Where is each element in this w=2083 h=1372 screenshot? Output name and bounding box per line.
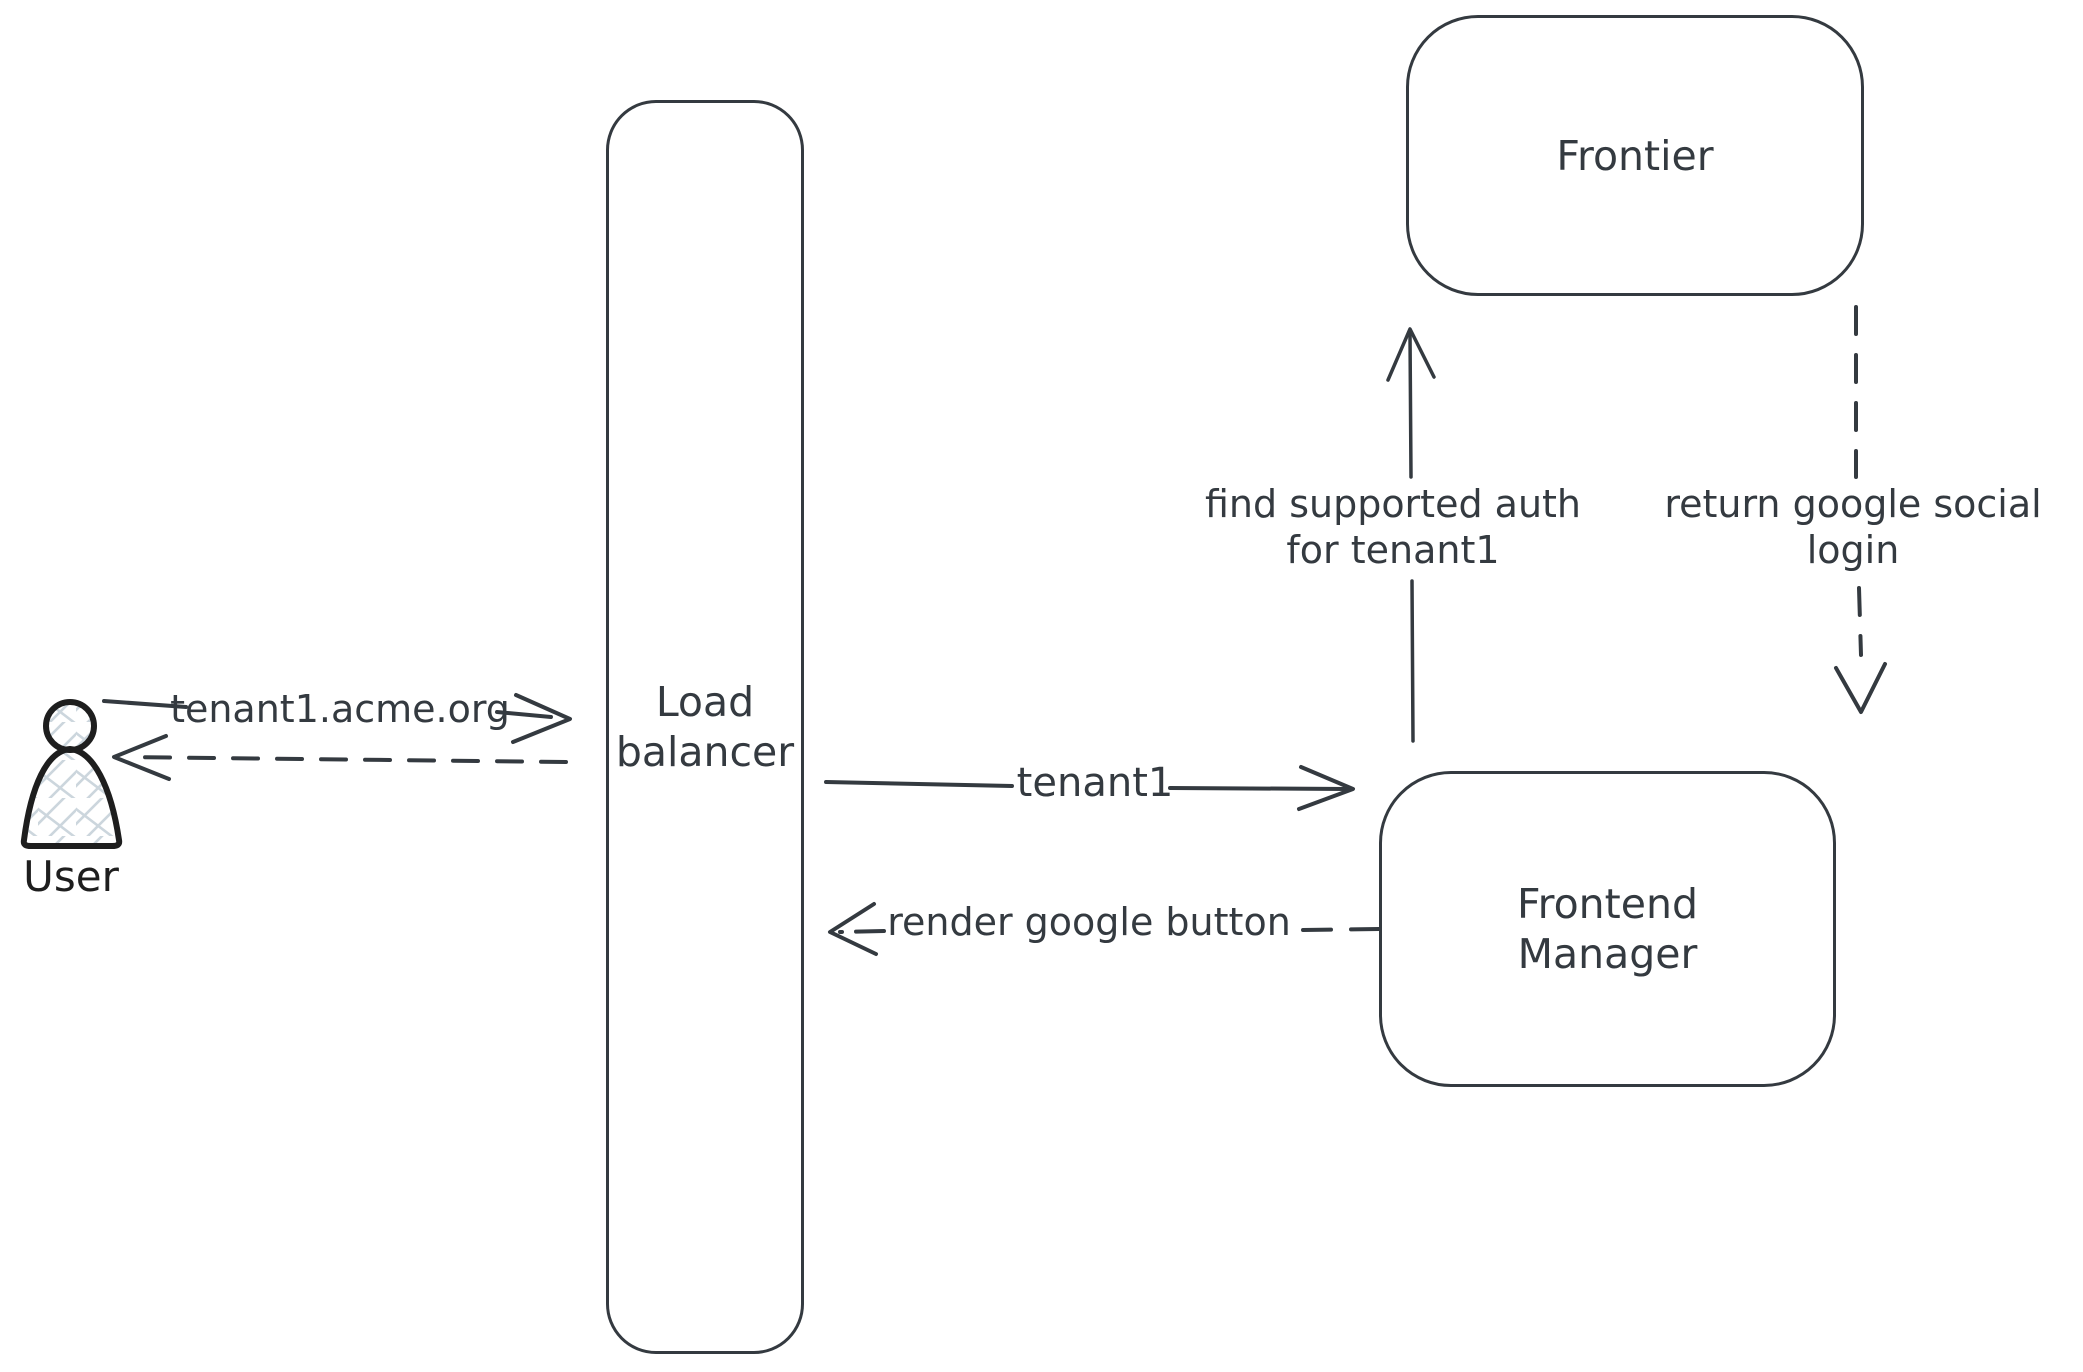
arrow-frontend-manager-to-frontier [1386, 327, 1436, 743]
arrow-user-to-load-balancer [102, 693, 572, 744]
user-label: User [23, 852, 119, 901]
edge-label-return-google-social-line1: return google social [1664, 482, 2042, 526]
arrow-frontend-manager-to-load-balancer [828, 902, 1381, 956]
edge-label-tenant1-acme-org: tenant1.acme.org [170, 687, 510, 731]
edge-label-return-google-social: return google social login [1664, 481, 2041, 573]
node-load-balancer: Load balancer [606, 100, 804, 1354]
edge-label-find-supported-auth-line2: for tenant1 [1286, 528, 1500, 572]
load-balancer-label-line1: Load [655, 678, 755, 726]
load-balancer-label-line2: balancer [615, 728, 795, 776]
edge-label-render-google-button: render google button [887, 900, 1291, 944]
user-person-icon [20, 699, 123, 849]
edge-label-return-google-social-line2: login [1806, 528, 1900, 572]
node-frontier: Frontier [1406, 15, 1864, 296]
node-frontend-manager: Frontend Manager [1379, 771, 1836, 1087]
edge-label-tenant1: tenant1 [1016, 760, 1174, 806]
frontier-label: Frontier [1556, 131, 1714, 180]
edge-label-find-supported-auth: find supported auth for tenant1 [1205, 481, 1581, 573]
frontend-manager-label-line1: Frontend [1517, 880, 1698, 928]
frontend-manager-label-line2: Manager [1517, 930, 1698, 978]
arrow-load-balancer-to-user [112, 734, 568, 781]
arrow-load-balancer-to-frontend-manager [824, 765, 1355, 811]
edge-label-find-supported-auth-line1: find supported auth [1204, 482, 1582, 526]
arrow-frontier-to-frontend-manager [1834, 305, 1887, 714]
